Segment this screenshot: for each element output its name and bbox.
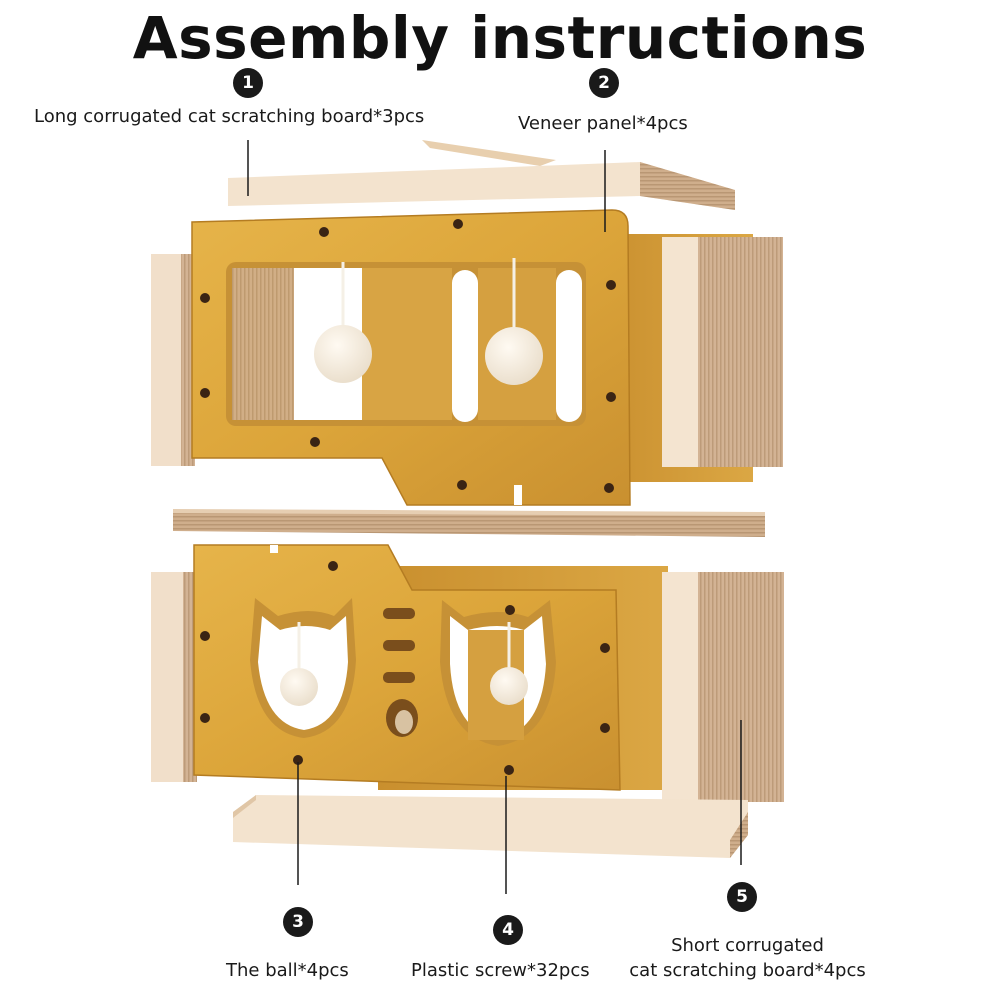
short-scratching-board-top-left: [151, 254, 195, 466]
short-scratching-board-bottom-left: [151, 572, 197, 782]
veneer-panel-bottom-front: [193, 544, 621, 791]
ball-bottom-right: [490, 622, 528, 705]
long-scratching-board-bottom: [233, 795, 748, 858]
ball-bottom-left: [280, 622, 318, 706]
page-title: Assembly instructions: [132, 4, 868, 72]
leader-lines: [247, 140, 742, 894]
part-number-badge-3: 3: [283, 907, 313, 937]
part-label-5-line2: cat scratching board*4pcs: [629, 960, 866, 981]
part-number-badge-4: 4: [493, 915, 523, 945]
part-label-5-line1: Short corrugated: [671, 935, 824, 956]
long-scratching-board-top: [228, 140, 735, 210]
part-label-2: Veneer panel*4pcs: [518, 113, 688, 134]
screws-top: [200, 219, 616, 493]
screws-bottom: [200, 561, 610, 775]
part-number-badge-2: 2: [589, 68, 619, 98]
part-number-badge-5: 5: [727, 882, 757, 912]
ball-top-right: [485, 258, 543, 385]
part-label-3: The ball*4pcs: [226, 960, 349, 981]
veneer-panel-top-front: [191, 209, 631, 506]
ball-top-left: [314, 262, 372, 383]
part-label-4: Plastic screw*32pcs: [411, 960, 590, 981]
part-label-1: Long corrugated cat scratching board*3pc…: [34, 106, 425, 127]
part-number-badge-1: 1: [233, 68, 263, 98]
short-scratching-board-top-right: [662, 237, 783, 467]
long-scratching-board-middle: [173, 509, 765, 537]
short-scratching-board-bottom-right: [662, 572, 784, 802]
